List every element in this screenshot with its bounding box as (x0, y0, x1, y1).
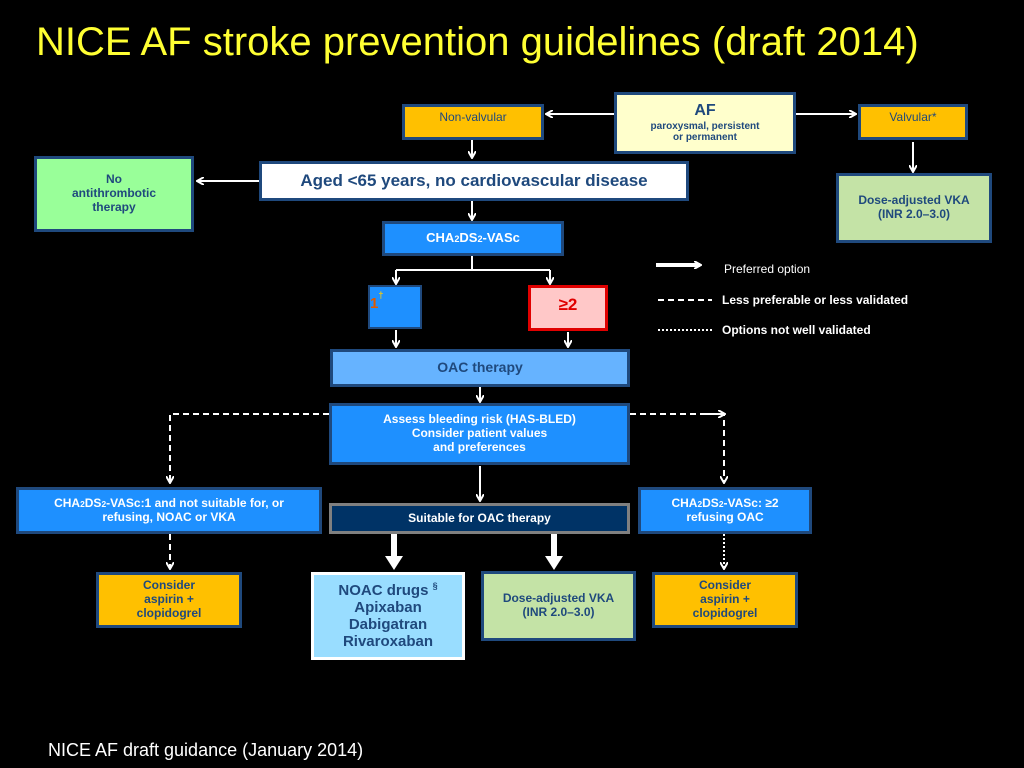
dashed-assess-left (170, 413, 329, 482)
noac-d1: Apixaban (354, 598, 422, 616)
dashed-assess-right (630, 413, 724, 482)
valvular-box: Valvular* (858, 104, 968, 140)
oac-label: OAC therapy (437, 359, 523, 375)
noac-box: NOAC drugs § Apixaban Dabigatran Rivarox… (311, 572, 465, 660)
vka-bottom-l2: (INR 2.0–3.0) (522, 605, 595, 619)
right-cond-c: -VASc: ≥2 (723, 495, 779, 510)
noac-d2: Dabigatran (348, 616, 428, 633)
vka-top-l1: Dose-adjusted VKA (858, 193, 970, 208)
aspirin-right-l1: Consider (698, 578, 751, 593)
cha-b: DS (459, 230, 478, 246)
suitable-label: Suitable for OAC therapy (408, 510, 551, 525)
cha-a: CHA (426, 230, 455, 246)
aspirin-right-box: Consider aspirin + clopidogrel (652, 572, 798, 628)
score-2-box: ≥2 (528, 285, 608, 331)
noac-heading: NOAC drugs (338, 581, 429, 599)
assess-l2: Consider patient values (411, 426, 548, 441)
no-anti-l2: antithrombotic (72, 186, 156, 201)
aged-label: Aged <65 years, no cardiovascular diseas… (300, 171, 648, 191)
no-anti-l1: No (106, 172, 122, 187)
aspirin-left-l3: clopidogrel (136, 605, 202, 620)
assess-l1: Assess bleeding risk (HAS-BLED) (383, 412, 576, 427)
aspirin-right-l3: clopidogrel (692, 605, 758, 620)
left-cond-c: -VASc:1 and not suitable for, or (106, 495, 284, 510)
thick-arrowhead-vka (545, 556, 563, 570)
assess-l3: and preferences (433, 439, 526, 454)
aspirin-right-l2: aspirin + (700, 592, 750, 607)
score-1-value: 1 (370, 295, 379, 312)
assess-box: Assess bleeding risk (HAS-BLED) Consider… (329, 403, 630, 465)
vka-top-l2: (INR 2.0–3.0) (877, 207, 951, 221)
af-box: AF paroxysmal, persistent or permanent (614, 92, 796, 154)
left-cond-b: DS (84, 495, 102, 510)
aspirin-left-l2: aspirin + (144, 592, 194, 607)
left-cond-a: CHA (54, 495, 81, 510)
aged-box: Aged <65 years, no cardiovascular diseas… (259, 161, 689, 201)
oac-therapy-box: OAC therapy (330, 349, 630, 387)
vka-top-box: Dose-adjusted VKA (INR 2.0–3.0) (836, 173, 992, 243)
af-sub1: paroxysmal, persistent (650, 120, 760, 132)
score-2-value: ≥2 (558, 295, 578, 314)
page-title: NICE AF stroke prevention guidelines (dr… (36, 20, 919, 64)
legend-notwell: Options not well validated (722, 323, 871, 337)
noac-d3: Rivaroxaban (342, 633, 434, 651)
vka-bottom-l1: Dose-adjusted VKA (502, 591, 615, 606)
footer-note: NICE AF draft guidance (January 2014) (48, 740, 364, 760)
legend-less: Less preferable or less validated (722, 293, 909, 307)
vka-bottom-box: Dose-adjusted VKA (INR 2.0–3.0) (481, 571, 636, 641)
score-1-box: 1† (368, 285, 422, 329)
non-valvular-label: Non-valvular (439, 110, 507, 124)
no-antithrombotic-box: No antithrombotic therapy (34, 156, 194, 232)
af-sub2: or permanent (673, 132, 737, 144)
aspirin-left-box: Consider aspirin + clopidogrel (96, 572, 242, 628)
af-heading: AF (694, 102, 716, 120)
right-cond-l2: refusing OAC (686, 509, 764, 524)
noac-mark: § (432, 580, 438, 591)
right-cond-b: DS (702, 495, 719, 510)
legend-preferred: Preferred option (724, 262, 811, 276)
aspirin-left-l1: Consider (142, 578, 195, 593)
thick-arrowhead-noac (385, 556, 403, 570)
cha-c: -VASc (482, 230, 520, 246)
left-cond-l2: refusing, NOAC or VKA (102, 509, 236, 524)
no-anti-l3: therapy (92, 199, 136, 214)
valvular-label: Valvular* (889, 110, 937, 124)
non-valvular-box: Non-valvular (402, 104, 544, 140)
suitable-box: Suitable for OAC therapy (329, 503, 630, 534)
right-cond-a: CHA (671, 495, 698, 510)
